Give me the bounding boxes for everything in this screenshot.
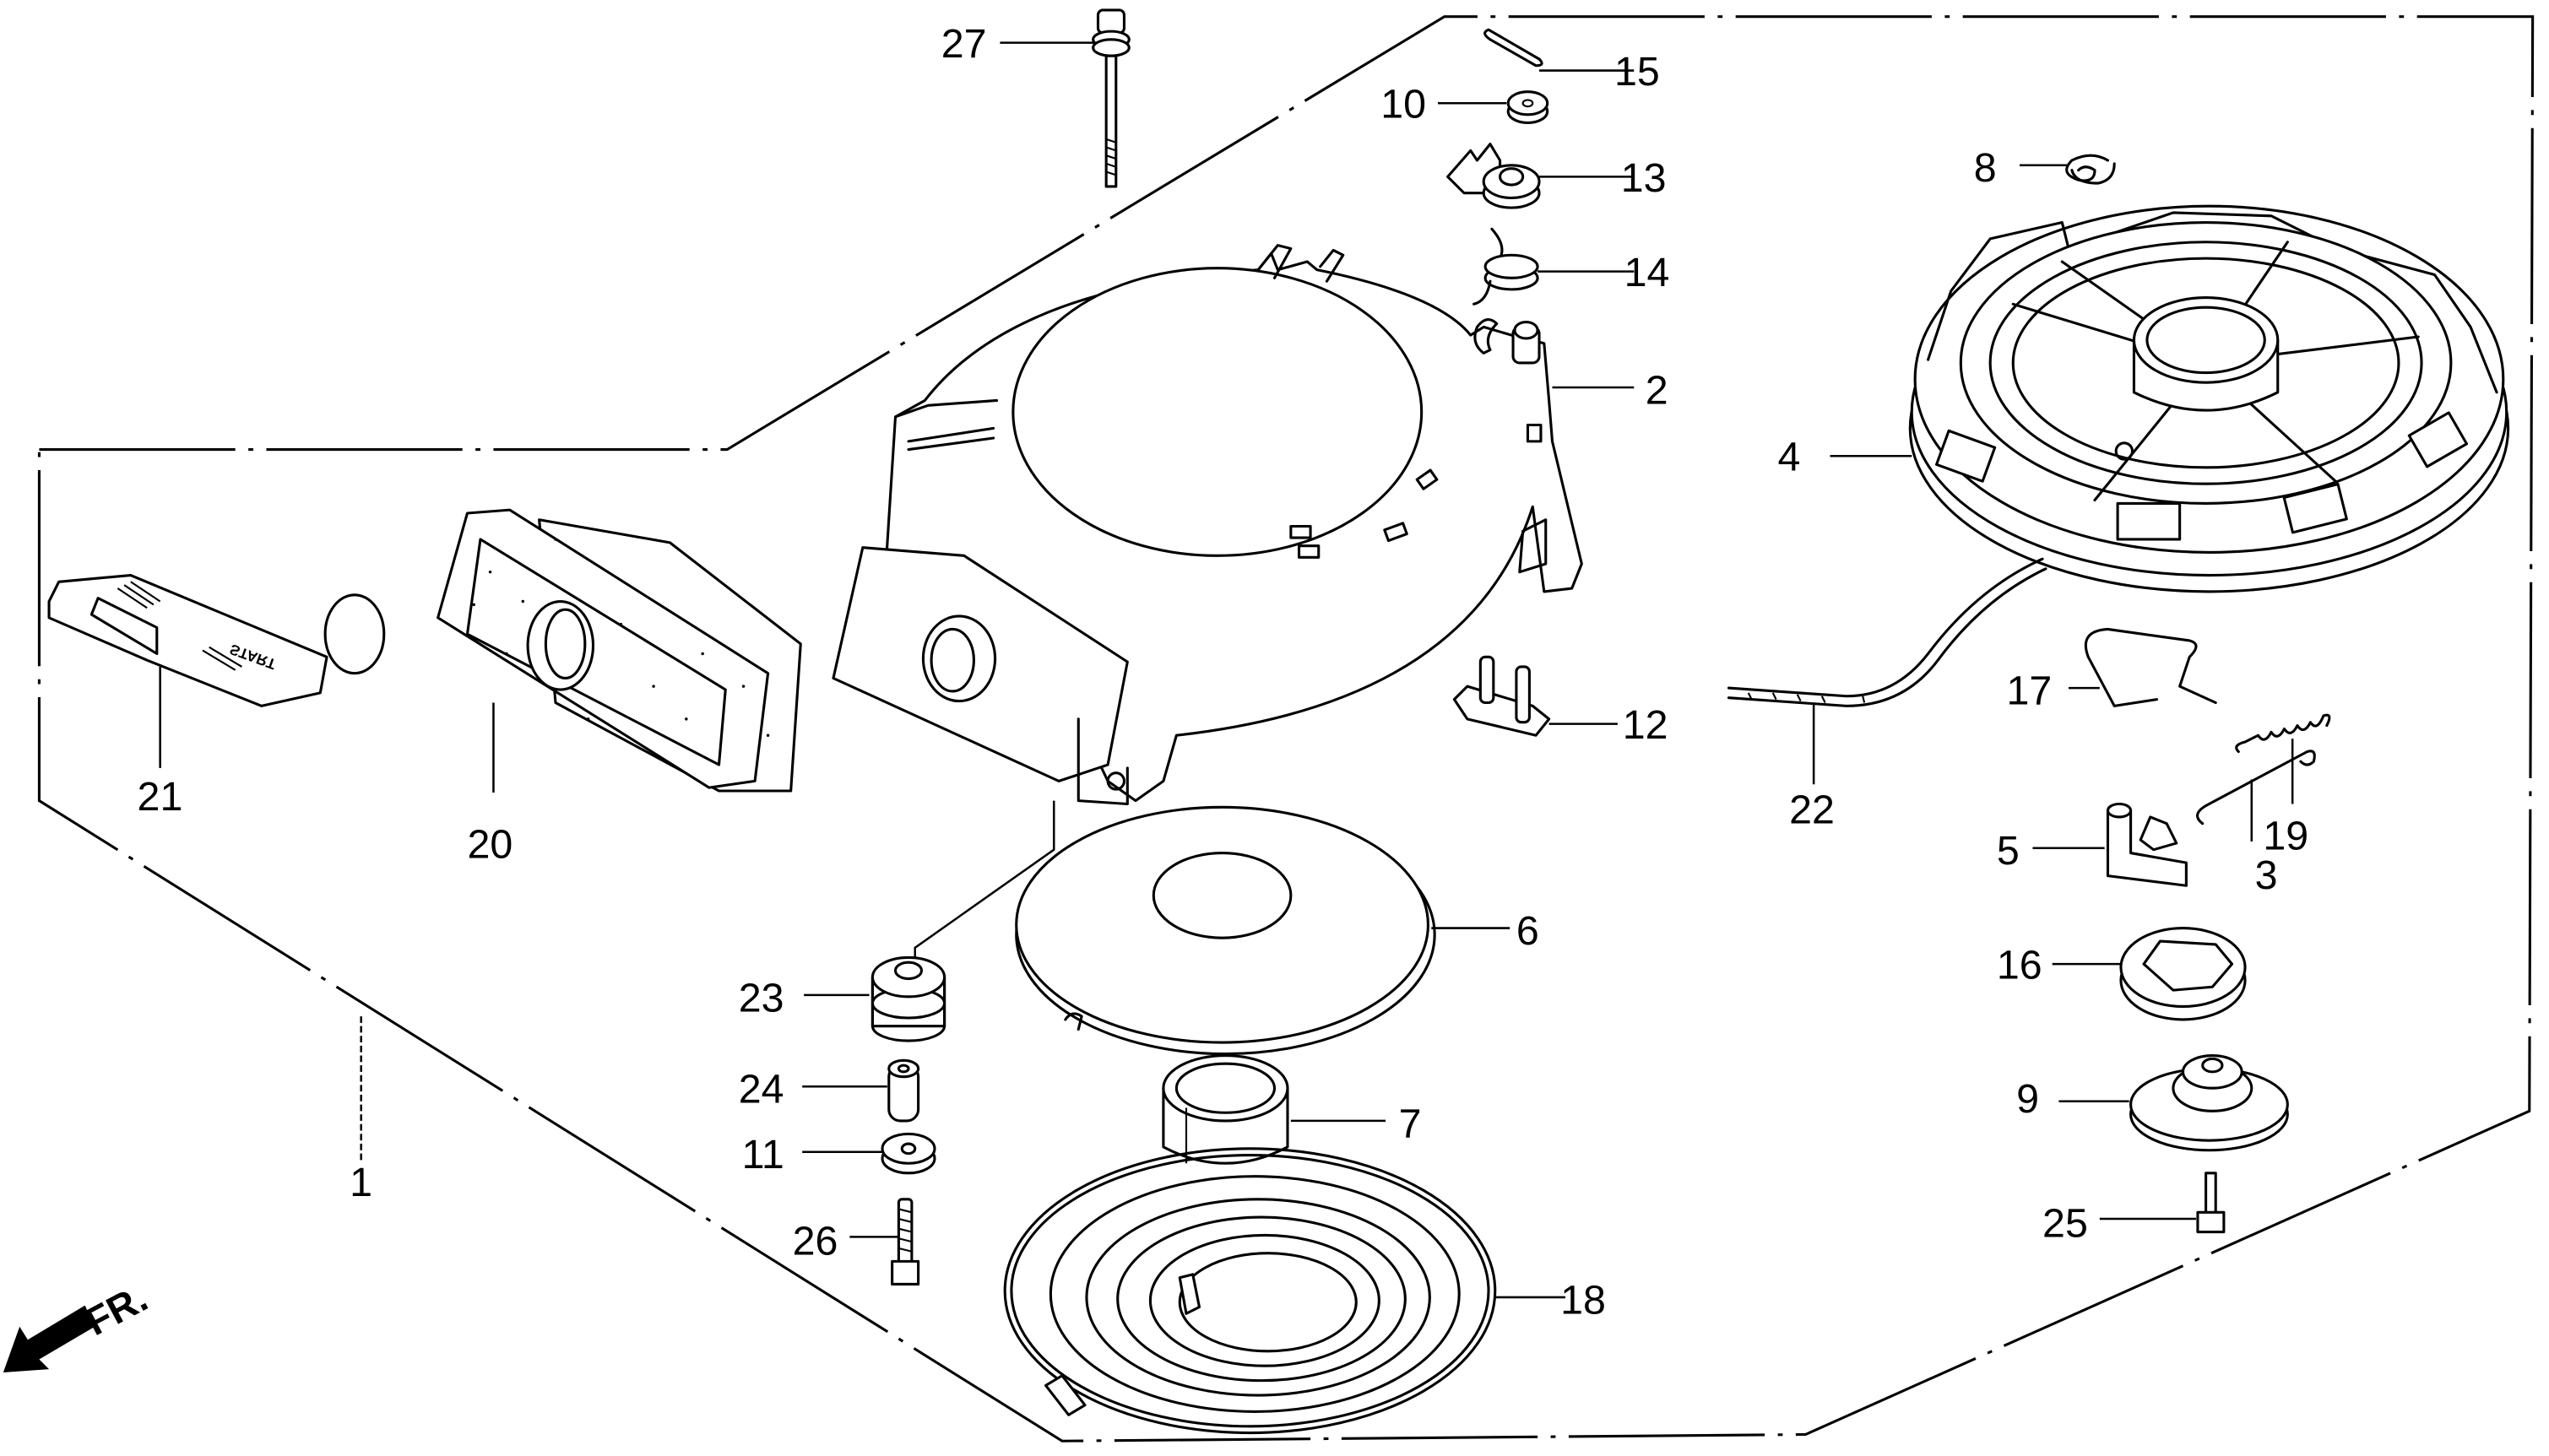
part-9-friction-plate xyxy=(2129,1053,2289,1152)
callout-3: 3 xyxy=(2255,852,2278,898)
part-15-cotter-pin xyxy=(1483,28,1543,68)
callout-5: 5 xyxy=(1997,828,2020,874)
part-25-bolt xyxy=(2196,1172,2226,1234)
front-direction-arrow-icon xyxy=(3,1305,95,1372)
callout-2: 2 xyxy=(1646,367,1668,413)
part-5-starter-pawl xyxy=(2106,802,2188,887)
callout-27: 27 xyxy=(941,21,987,67)
leader-housing-23 xyxy=(914,800,1055,965)
part-12-guide-pin-plate xyxy=(1452,655,1551,737)
callout-26: 26 xyxy=(793,1219,838,1264)
part-22-starter-rope xyxy=(1727,557,2047,707)
part-26-bolt xyxy=(891,1198,920,1286)
part-27-flange-bolt xyxy=(1092,8,1131,188)
part-6-plate xyxy=(1015,805,1436,1056)
callout-4: 4 xyxy=(1778,435,1801,480)
callout-17: 17 xyxy=(2006,668,2052,713)
part-13-lever xyxy=(1446,143,1541,209)
callout-13: 13 xyxy=(1621,155,1667,201)
callout-21: 21 xyxy=(138,774,183,820)
callout-6: 6 xyxy=(1516,908,1539,954)
fr-label: FR. xyxy=(79,1275,155,1344)
assembly-boundary xyxy=(37,15,2535,1442)
callout-16: 16 xyxy=(1997,943,2042,988)
callout-19: 19 xyxy=(2263,814,2308,859)
part-17-wire-spring xyxy=(2084,627,2217,707)
part-11-washer xyxy=(881,1132,936,1175)
part-3-pawl-spring xyxy=(2196,750,2316,825)
callout-24: 24 xyxy=(739,1067,784,1112)
front-direction-indicator: FR. xyxy=(3,1275,155,1372)
part-20-grommet xyxy=(437,508,802,793)
callout-12: 12 xyxy=(1623,702,1668,748)
part-10-washer xyxy=(1506,90,1549,125)
part-19-coil-spring xyxy=(2235,713,2331,754)
callout-8: 8 xyxy=(1974,145,1997,191)
part-18-recoil-spring xyxy=(1003,1147,1497,1435)
part-8-clip xyxy=(2065,154,2116,185)
part-21-starter-grip: START xyxy=(47,574,386,707)
callout-14: 14 xyxy=(1624,250,1670,295)
part-7-collar xyxy=(1162,1053,1289,1165)
part-4-starter-pulley xyxy=(1908,204,2510,593)
part-14-spring xyxy=(1472,227,1539,306)
part-23-mounting-rubber xyxy=(870,955,946,1042)
callout-25: 25 xyxy=(2042,1200,2088,1246)
callout-22: 22 xyxy=(1789,788,1835,833)
callout-1: 1 xyxy=(350,1160,372,1205)
callout-7: 7 xyxy=(1399,1101,1422,1146)
callout-23: 23 xyxy=(739,975,784,1020)
part-2-starter-case xyxy=(832,244,1583,806)
callout-10: 10 xyxy=(1380,82,1426,127)
callout-15: 15 xyxy=(1614,49,1660,95)
part-24-collar xyxy=(887,1058,920,1123)
callout-9: 9 xyxy=(2016,1076,2039,1122)
part-16-ratchet xyxy=(2119,927,2247,1021)
callout-18: 18 xyxy=(1560,1277,1606,1323)
callout-11: 11 xyxy=(742,1132,784,1177)
callout-20: 20 xyxy=(467,821,513,867)
